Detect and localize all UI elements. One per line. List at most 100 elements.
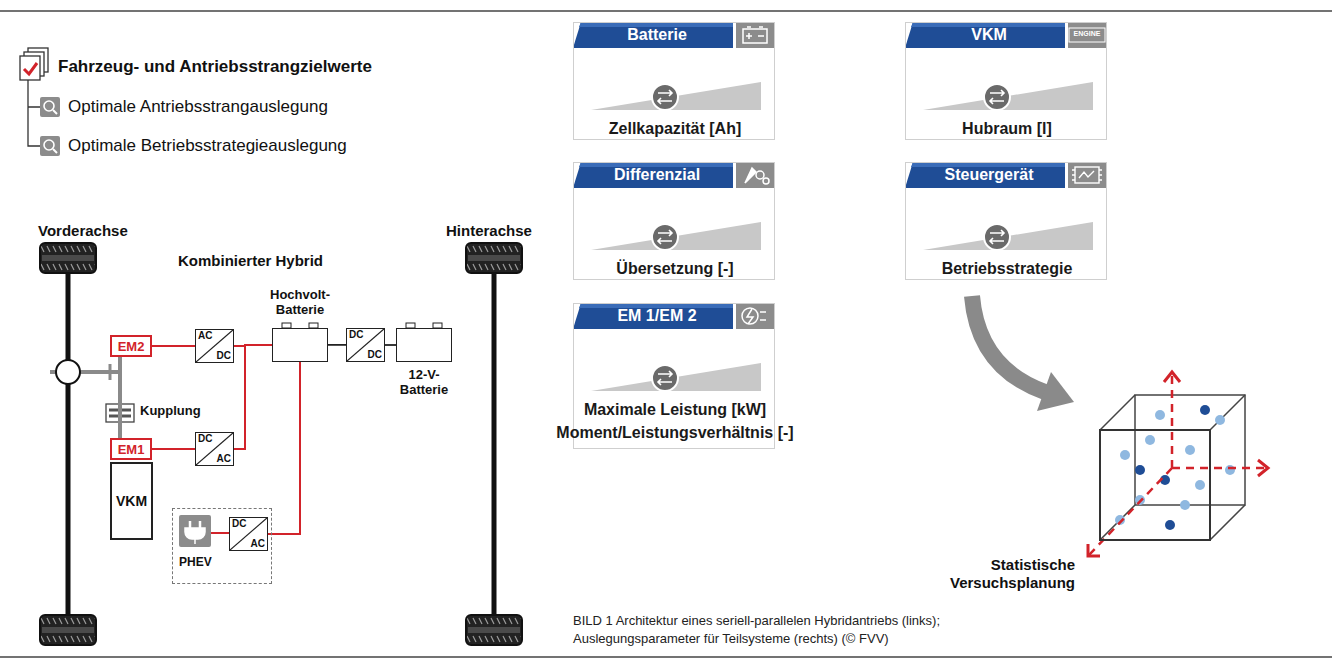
converter-box: ACDC bbox=[195, 329, 234, 363]
illustration-part bbox=[20, 56, 40, 80]
cube-label: Statistische Versuchsplanung bbox=[935, 556, 1075, 592]
illustration-part bbox=[1145, 435, 1155, 445]
list-item: Optimale Antriebsstrangauslegung bbox=[68, 97, 328, 117]
rear-wheel bbox=[466, 615, 522, 645]
axle-label: Hinterachse bbox=[446, 222, 532, 240]
design-parameter: Übersetzung [-] bbox=[524, 260, 826, 278]
bottom-rule bbox=[0, 656, 1332, 658]
illustration-part bbox=[1225, 465, 1235, 475]
front-wheel bbox=[40, 243, 96, 273]
converter-input: DC bbox=[349, 330, 363, 340]
illustration-part bbox=[742, 308, 758, 324]
converter-box: DC AC bbox=[229, 517, 268, 551]
converter-output: DC bbox=[367, 350, 381, 360]
panel-heading: Batterie bbox=[580, 22, 734, 48]
electric-wire bbox=[385, 344, 396, 346]
illustration-part bbox=[196, 330, 233, 362]
subsystem-panel: EM 1/EM 2Maximale Leistung [kW]Moment/Le… bbox=[573, 303, 775, 449]
illustration-part bbox=[40, 136, 60, 156]
illustration-part bbox=[347, 329, 384, 361]
converter-output: AC bbox=[216, 454, 230, 464]
converter-output: AC bbox=[250, 539, 264, 549]
battery-terminals bbox=[272, 322, 328, 330]
design-parameter: Betriebsstrategie bbox=[856, 260, 1158, 278]
illustration-part bbox=[1100, 430, 1210, 540]
design-parameter: Zellkapazität [Ah] bbox=[524, 120, 826, 138]
mechanical-shaft bbox=[118, 357, 122, 438]
clutch-label: Kupplung bbox=[140, 403, 201, 419]
illustration-part bbox=[745, 168, 756, 183]
component-box: EM2 bbox=[110, 335, 152, 357]
charger-group: PHEVDCAC bbox=[172, 508, 272, 584]
illustration-part bbox=[1180, 500, 1190, 510]
illustration-part bbox=[179, 515, 211, 547]
illustration-part bbox=[230, 518, 267, 550]
subsystem-panel: DifferenzialÜbersetzung [-] bbox=[573, 162, 775, 280]
illustration-part bbox=[1164, 372, 1180, 382]
electric-wire bbox=[152, 345, 195, 347]
electric-wire bbox=[152, 448, 195, 450]
illustration-part bbox=[1135, 465, 1145, 475]
panel-heading: EM 1/EM 2 bbox=[580, 303, 734, 329]
illustration-part bbox=[1120, 450, 1130, 460]
panel-heading: VKM bbox=[912, 22, 1066, 48]
electric-wire bbox=[234, 345, 272, 449]
icon-text: ENGINE bbox=[1069, 30, 1105, 38]
illustration-part bbox=[573, 22, 775, 110]
illustration-part bbox=[1195, 480, 1205, 490]
illustration-part bbox=[190, 521, 200, 528]
illustration-part bbox=[1088, 544, 1100, 556]
illustration-part bbox=[905, 22, 1107, 110]
flow-arrow bbox=[972, 296, 1045, 392]
illustration-part bbox=[1200, 405, 1210, 415]
converter-input: DC bbox=[232, 519, 246, 529]
illustration-part bbox=[756, 171, 764, 179]
flow-arrow-head bbox=[1037, 372, 1074, 411]
list-item: Optimale Betriebsstrategieauslegung bbox=[68, 136, 347, 156]
doe-cube bbox=[1088, 372, 1268, 556]
illustration-part bbox=[1215, 415, 1225, 425]
battery-label: 12-V- Batterie bbox=[388, 368, 460, 398]
illustration-part bbox=[905, 162, 1107, 250]
component-box: VKM bbox=[110, 462, 153, 540]
component-name: VKM bbox=[116, 494, 147, 508]
illustration-part bbox=[747, 309, 753, 324]
component-box: EM1 bbox=[110, 438, 152, 460]
gear bbox=[109, 364, 112, 380]
subsystem-panel: SteuergerätBetriebsstrategie bbox=[905, 162, 1107, 280]
illustration-part bbox=[24, 63, 37, 74]
design-parameter: Moment/Leistungsverhältnis [-] bbox=[524, 424, 826, 442]
converter-output: DC bbox=[216, 351, 230, 361]
plug-icon bbox=[173, 509, 233, 553]
component-name: EM2 bbox=[118, 340, 145, 353]
illustration-part bbox=[573, 162, 775, 250]
battery-terminals bbox=[396, 322, 452, 330]
illustration-part bbox=[40, 97, 60, 117]
illustration-part bbox=[44, 140, 54, 150]
illustration-part bbox=[763, 178, 769, 184]
control-unit-icon bbox=[1072, 167, 1102, 183]
rear-wheel bbox=[466, 243, 522, 273]
illustration-part bbox=[1258, 460, 1268, 476]
illustration-part bbox=[746, 27, 764, 39]
illustration-part bbox=[185, 528, 205, 544]
gear-icon bbox=[745, 168, 769, 184]
illustration-part bbox=[1072, 170, 1102, 180]
illustration-part bbox=[573, 303, 775, 391]
battery-box bbox=[396, 328, 452, 362]
panel-heading: Differenzial bbox=[580, 162, 734, 188]
illustration-part bbox=[196, 433, 233, 465]
motor-icon bbox=[742, 308, 766, 324]
illustration-part bbox=[211, 532, 229, 534]
rear-axle bbox=[492, 273, 497, 615]
illustration-part bbox=[406, 323, 415, 328]
battery: Hochvolt- Batterie bbox=[264, 288, 336, 362]
illustration-part bbox=[760, 312, 766, 320]
component-name: EM1 bbox=[118, 443, 145, 456]
target-icon bbox=[20, 48, 48, 80]
axle-label: Vorderachse bbox=[38, 222, 128, 240]
design-parameter: Maximale Leistung [kW] bbox=[524, 401, 826, 419]
front-axle bbox=[66, 273, 71, 615]
